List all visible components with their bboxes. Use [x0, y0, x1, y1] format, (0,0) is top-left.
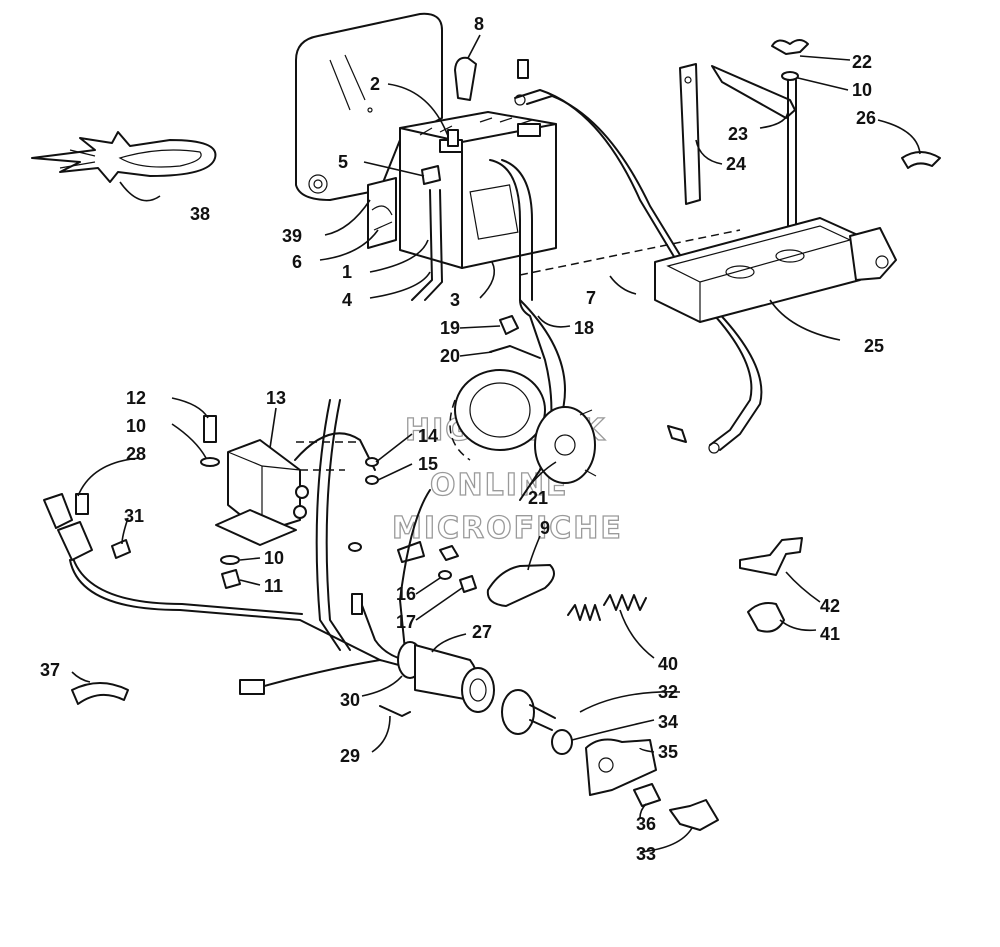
callout-41: 41 — [820, 624, 840, 644]
terminal-boot — [454, 56, 477, 101]
callout-10-low: 10 — [264, 548, 284, 568]
callout-2: 2 — [370, 74, 380, 94]
hold-down-brackets — [679, 63, 796, 205]
callout-14: 14 — [418, 426, 438, 446]
callout-9: 9 — [540, 518, 550, 538]
nut-11 — [221, 569, 241, 589]
watermark-line-3: MICROFICHE — [392, 511, 623, 546]
washer-10b — [220, 555, 240, 565]
bolt-12 — [203, 415, 217, 443]
callout-35: 35 — [658, 742, 678, 762]
callout-8: 8 — [474, 14, 484, 34]
callout-17: 17 — [396, 612, 416, 632]
cable-bolt-bottom — [667, 425, 687, 443]
spade-terminal-29 — [379, 705, 411, 717]
battery-cover — [295, 12, 443, 201]
callout-28: 28 — [126, 444, 146, 464]
callout-34: 34 — [658, 712, 678, 732]
callout-27: 27 — [472, 622, 492, 642]
callout-42: 42 — [820, 596, 840, 616]
terminal-nut — [421, 165, 441, 185]
nut-36 — [633, 783, 661, 807]
callout-23: 23 — [728, 124, 748, 144]
callout-40: 40 — [658, 654, 678, 674]
callout-18: 18 — [574, 318, 594, 338]
bracket-42 — [739, 537, 803, 576]
connector-28 — [43, 493, 93, 561]
callout-16: 16 — [396, 584, 416, 604]
stator-cover — [534, 406, 597, 484]
callout-11: 11 — [264, 576, 283, 596]
decal-logo — [31, 131, 217, 183]
callout-36: 36 — [636, 814, 656, 834]
washer-14 — [365, 457, 379, 467]
callout-7: 7 — [586, 288, 596, 308]
callout-30: 30 — [340, 690, 360, 710]
starter-motor — [449, 369, 546, 461]
callout-6: 6 — [292, 252, 302, 272]
terminal-boot-9 — [486, 564, 555, 607]
cable-bolt-top — [517, 59, 529, 79]
callout-12: 12 — [126, 388, 146, 408]
ignition-switch — [397, 641, 495, 713]
washer-10 — [200, 457, 220, 467]
bracket-24 — [679, 63, 701, 205]
callout-29: 29 — [340, 746, 360, 766]
callout-19: 19 — [440, 318, 460, 338]
callout-13: 13 — [266, 388, 286, 408]
terminal-20 — [489, 345, 541, 359]
callout-25: 25 — [864, 336, 884, 356]
positive-cable — [514, 59, 763, 454]
callout-33: 33 — [636, 844, 656, 864]
terminal-bolt — [447, 129, 459, 147]
cable-tie-26 — [901, 151, 941, 169]
leader-lines — [71, 34, 921, 853]
battery-strap — [411, 189, 443, 301]
callout-39: 39 — [282, 226, 302, 246]
washer-34 — [551, 729, 573, 755]
callout-10-mid: 10 — [126, 416, 146, 436]
callout-26: 26 — [856, 108, 876, 128]
callout-22: 22 — [852, 52, 872, 72]
battery-pad — [367, 177, 397, 249]
washer-15 — [365, 475, 379, 485]
nut-17 — [459, 575, 477, 593]
key-33 — [669, 799, 719, 831]
callout-1: 1 — [342, 262, 352, 282]
plate-35 — [585, 738, 657, 796]
springs-40 — [567, 594, 647, 621]
nut-19 — [499, 315, 519, 335]
clamp-41 — [747, 602, 785, 633]
bracket-23 — [711, 65, 796, 119]
wiring-harness — [69, 399, 431, 695]
callout-37: 37 — [40, 660, 60, 680]
callout-31: 31 — [124, 506, 144, 526]
nut-16 — [439, 545, 459, 561]
callout-15: 15 — [418, 454, 438, 474]
callout-labels: 8 2 5 38 39 6 1 4 3 22 10 26 23 24 25 7 … — [40, 14, 884, 864]
starter-solenoid — [215, 439, 309, 546]
callout-32: 32 — [658, 682, 678, 702]
screw-31 — [111, 539, 131, 559]
callout-3: 3 — [450, 290, 460, 310]
callout-38: 38 — [190, 204, 210, 224]
battery-tray — [654, 217, 897, 323]
cable-tie-37 — [71, 682, 129, 705]
callout-21: 21 — [528, 488, 548, 508]
callout-4: 4 — [342, 290, 352, 310]
terminal-hardware — [421, 56, 477, 185]
callout-5: 5 — [338, 152, 348, 172]
callout-24: 24 — [726, 154, 746, 174]
switch-body-32 — [501, 689, 556, 735]
callout-20: 20 — [440, 346, 460, 366]
callout-10-top: 10 — [852, 80, 872, 100]
